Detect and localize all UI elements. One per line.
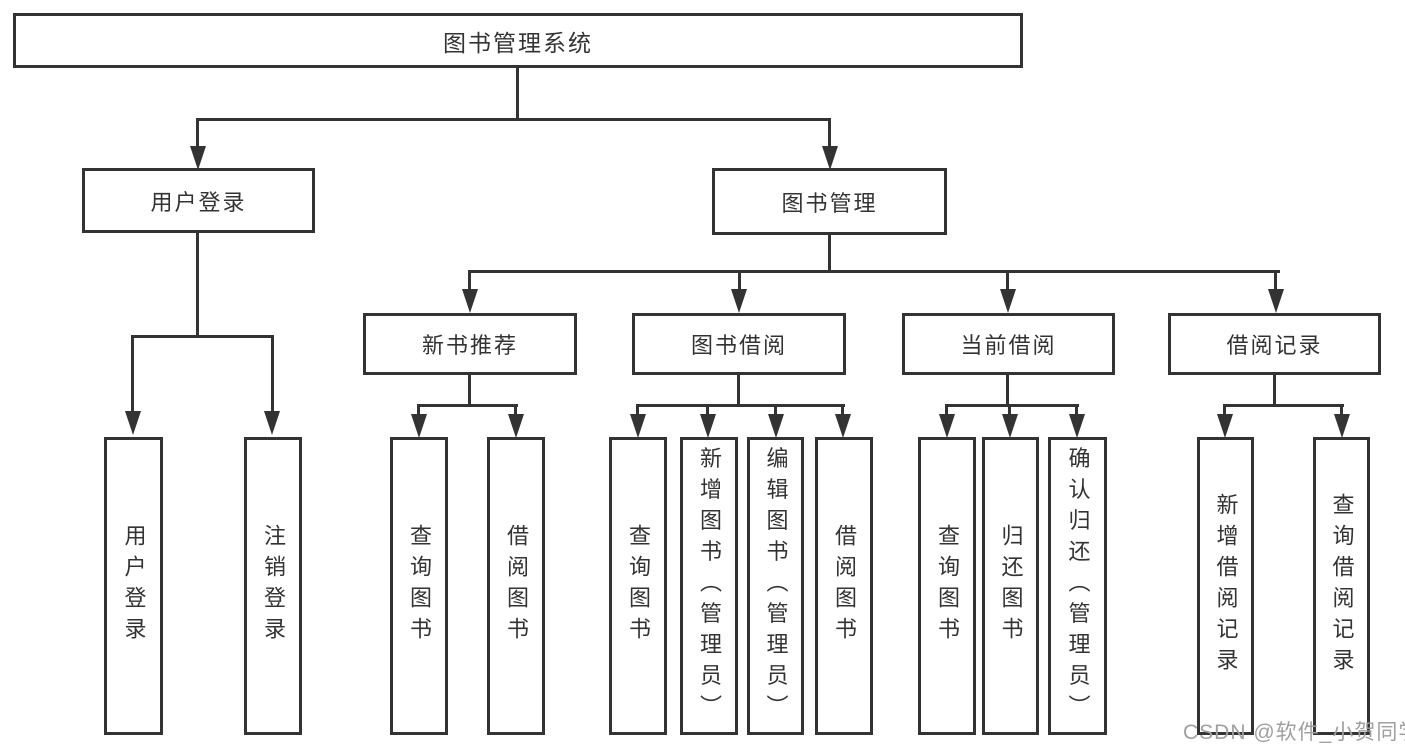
arrow-head xyxy=(731,289,747,313)
arrow-head xyxy=(822,146,838,170)
connector-line xyxy=(1273,375,1276,407)
leaf-borrow-books: 借阅图书 xyxy=(815,437,873,735)
node-label: 图书管理 xyxy=(781,190,878,216)
node-borrow-records: 借阅记录 xyxy=(1168,313,1381,375)
node-label: 新增图书（管理员） xyxy=(697,446,722,726)
connector-line xyxy=(738,270,741,292)
leaf-borrow-books-recommend: 借阅图书 xyxy=(487,437,545,735)
node-label: 注销登录 xyxy=(261,524,286,648)
connector-line xyxy=(1008,404,1011,416)
connector-line xyxy=(636,404,845,407)
connector-line xyxy=(516,68,519,121)
connector-line xyxy=(1006,375,1009,407)
arrow-head xyxy=(190,146,206,170)
node-label: 图书管理系统 xyxy=(443,29,593,56)
node-label: 借阅图书 xyxy=(832,524,857,648)
node-user-login: 用户登录 xyxy=(82,168,315,233)
leaf-add-books-admin: 新增图书（管理员） xyxy=(680,437,738,735)
arrow-head xyxy=(508,414,524,438)
arrow-head xyxy=(939,414,955,438)
node-label: 编辑图书（管理员） xyxy=(763,446,789,726)
leaf-confirm-return-admin: 确认归还（管理员） xyxy=(1048,437,1107,735)
node-label: 当前借阅 xyxy=(960,333,1057,358)
arrow-head xyxy=(768,414,784,438)
node-root: 图书管理系统 xyxy=(13,13,1023,68)
connector-line xyxy=(636,404,639,416)
node-label: 归还图书 xyxy=(998,524,1024,648)
leaf-user-login: 用户登录 xyxy=(104,437,163,735)
csdn-watermark: CSDN @软件_小贺同学 xyxy=(1183,721,1405,744)
arrow-head xyxy=(1000,289,1016,313)
connector-line xyxy=(945,404,948,416)
connector-line xyxy=(197,118,831,121)
connector-line xyxy=(417,404,518,407)
arrow-head xyxy=(1268,289,1284,313)
arrow-head xyxy=(125,411,141,435)
node-label: 借阅记录 xyxy=(1226,333,1323,358)
leaf-edit-books-admin: 编辑图书（管理员） xyxy=(747,437,804,735)
connector-line xyxy=(828,235,831,273)
node-label: 确认归还（管理员） xyxy=(1065,446,1091,726)
connector-line xyxy=(468,270,1280,273)
connector-line xyxy=(1075,404,1078,416)
connector-line xyxy=(1340,404,1343,416)
connector-line xyxy=(1223,404,1344,407)
leaf-query-books-borrowing: 查询图书 xyxy=(609,437,667,735)
connector-line xyxy=(828,118,831,150)
connector-line xyxy=(468,270,471,292)
node-label: 查询借阅记录 xyxy=(1329,493,1355,679)
leaf-query-books-current: 查询图书 xyxy=(918,437,976,735)
connector-line xyxy=(131,335,134,413)
connector-line xyxy=(131,335,274,338)
arrow-head xyxy=(1069,414,1085,438)
node-label: 借阅图书 xyxy=(504,524,529,648)
connector-line xyxy=(196,118,199,150)
leaf-add-borrow-record: 新增借阅记录 xyxy=(1197,437,1254,735)
arrow-head xyxy=(1217,414,1233,438)
node-book-borrowing: 图书借阅 xyxy=(632,313,846,375)
node-label: 新书推荐 xyxy=(421,333,518,358)
connector-line xyxy=(1006,270,1009,292)
connector-line xyxy=(417,404,420,416)
arrow-head xyxy=(700,414,716,438)
connector-line xyxy=(468,375,471,407)
arrow-head xyxy=(462,289,478,313)
leaf-query-books-recommend: 查询图书 xyxy=(390,437,448,735)
connector-line xyxy=(514,404,517,416)
node-label: 查询图书 xyxy=(935,524,960,648)
leaf-return-books: 归还图书 xyxy=(982,437,1039,735)
leaf-logout-login: 注销登录 xyxy=(244,437,302,735)
connector-line xyxy=(774,404,777,416)
arrow-head xyxy=(835,414,851,438)
node-label: 查询图书 xyxy=(407,524,432,648)
node-label: 新增借阅记录 xyxy=(1213,493,1239,679)
connector-line xyxy=(1223,404,1226,416)
arrow-head xyxy=(1002,414,1018,438)
connector-line xyxy=(1274,270,1277,292)
node-label: 用户登录 xyxy=(150,189,247,215)
arrow-head xyxy=(1334,414,1350,438)
leaf-query-borrow-record: 查询借阅记录 xyxy=(1313,437,1370,735)
connector-line xyxy=(196,233,199,337)
node-book-management: 图书管理 xyxy=(712,168,947,235)
arrow-head xyxy=(264,411,280,435)
connector-line xyxy=(706,404,709,416)
connector-line xyxy=(271,335,274,413)
connector-line xyxy=(945,404,1079,407)
arrow-head xyxy=(630,414,646,438)
node-label: 图书借阅 xyxy=(690,333,787,358)
node-label: 用户登录 xyxy=(121,524,147,648)
connector-line xyxy=(737,375,740,407)
arrow-head xyxy=(411,414,427,438)
connector-line xyxy=(841,404,844,416)
node-label: 查询图书 xyxy=(626,524,651,648)
node-new-book-recommend: 新书推荐 xyxy=(363,313,577,375)
node-current-borrowing: 当前借阅 xyxy=(902,313,1115,375)
